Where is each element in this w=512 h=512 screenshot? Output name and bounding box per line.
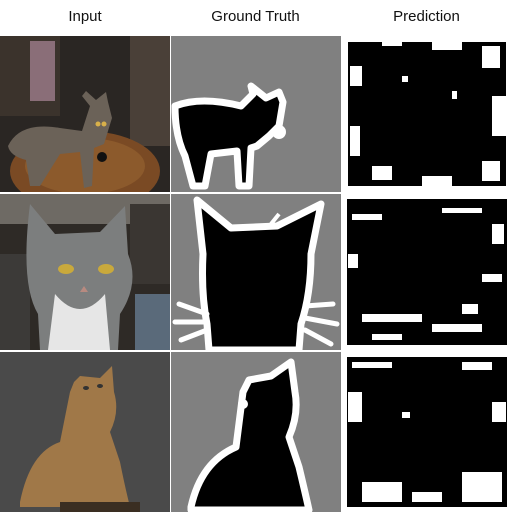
input-image-row-3	[0, 352, 170, 512]
cat-photo-3	[0, 352, 170, 512]
header-input: Input	[68, 8, 102, 25]
ground-truth-mask-row-1	[171, 36, 341, 192]
ground-truth-mask-row-2	[171, 194, 341, 350]
input-image-row-1	[0, 36, 170, 192]
header-ground-truth: Ground Truth	[211, 8, 300, 25]
predicted-mask-1	[342, 36, 512, 192]
cat-photo-1	[0, 36, 170, 192]
prediction-mask-row-3	[342, 352, 512, 512]
predicted-mask-2	[342, 194, 512, 350]
cat-silhouette-mask-1	[171, 36, 341, 192]
prediction-mask-row-1	[342, 36, 512, 192]
prediction-mask-row-2	[342, 194, 512, 350]
predicted-mask-3	[342, 352, 512, 512]
input-image-row-2	[0, 194, 170, 350]
cat-silhouette-mask-2	[171, 194, 341, 350]
cat-silhouette-mask-3	[171, 352, 341, 512]
header-prediction: Prediction	[393, 8, 460, 25]
cat-photo-2	[0, 194, 170, 350]
ground-truth-mask-row-3	[171, 352, 341, 512]
